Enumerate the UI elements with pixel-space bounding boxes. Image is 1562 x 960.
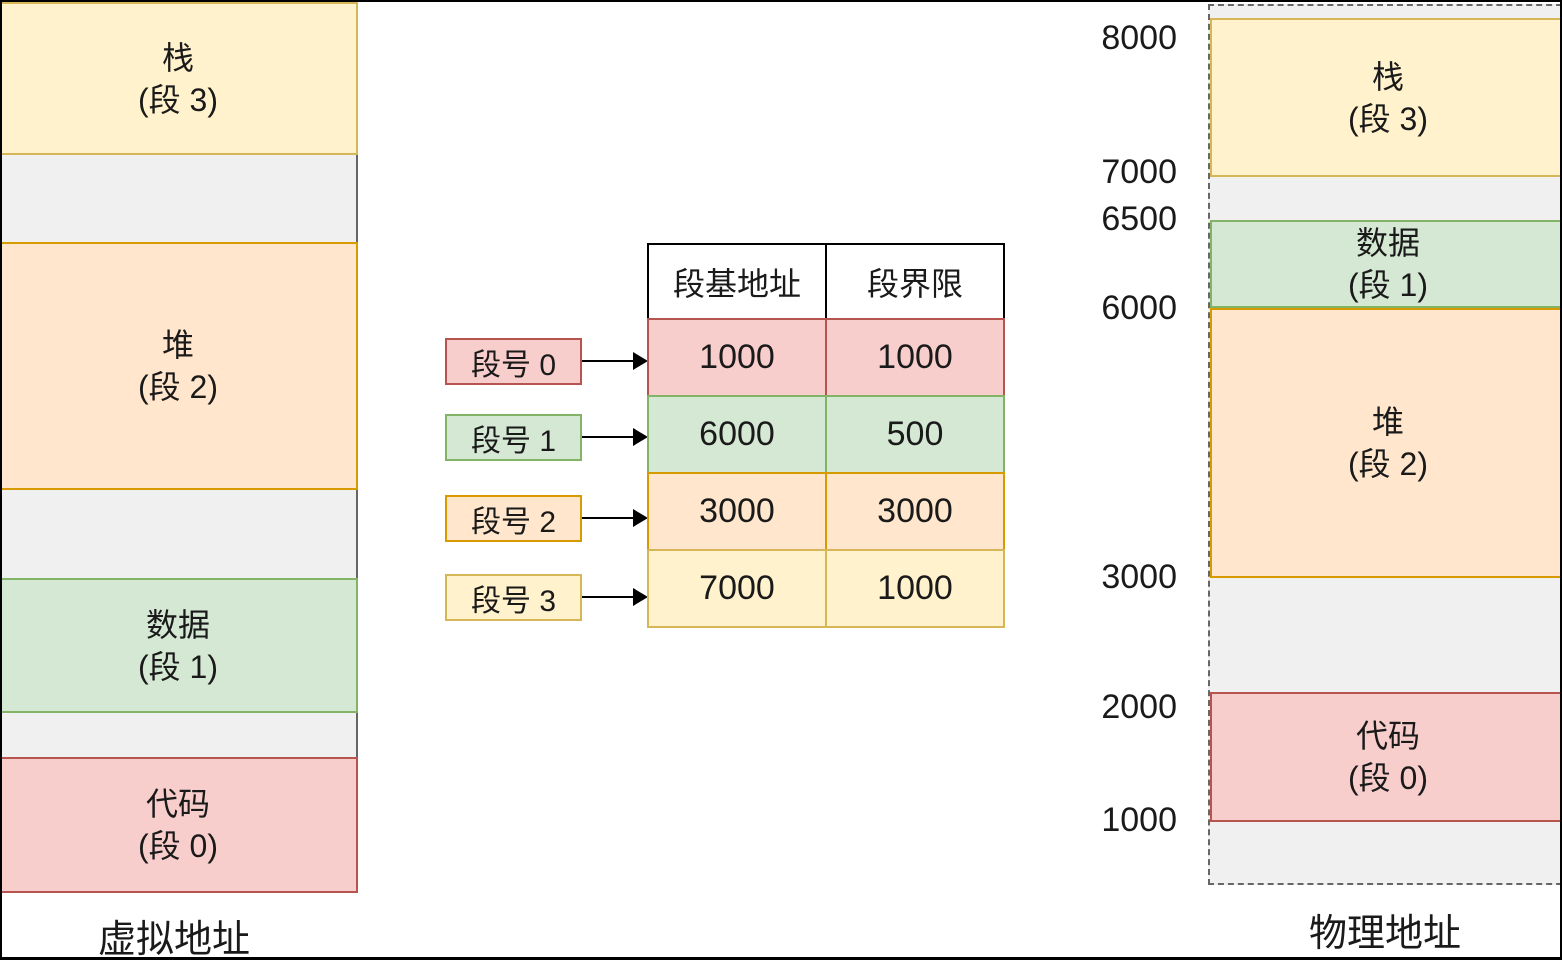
vm-segment-heap-sub: (段 2) [137, 369, 218, 405]
arrowhead-icon [633, 352, 648, 370]
pm-segment-code-title: 代码 [1355, 718, 1420, 754]
segment-selector-2: 段号 2 [445, 495, 582, 542]
address-mark-3000: 3000 [1101, 558, 1177, 596]
segment-table-row-2: 3000 3000 [647, 472, 1005, 551]
pm-segment-heap-sub: (段 2) [1347, 446, 1428, 482]
vm-segment-code-sub: (段 0) [137, 828, 218, 864]
segment-table: 段基地址 段界限 1000 1000 6000 500 3000 3000 70… [647, 243, 1005, 628]
physical-address-caption: 物理地址 [1308, 913, 1461, 955]
pm-segment-code-sub: (段 0) [1347, 760, 1428, 796]
pm-segment-data-title: 数据 [1355, 225, 1420, 261]
vm-segment-data: 数据 (段 1) [0, 578, 358, 713]
virtual-address-caption: 虚拟地址 [97, 919, 250, 960]
vm-segment-code: 代码 (段 0) [0, 757, 358, 893]
arrow-selector1-to-row1 [582, 436, 634, 438]
header-base-address: 段基地址 [647, 243, 827, 320]
row1-limit-cell: 500 [825, 395, 1005, 474]
vm-segment-stack-title: 栈 [161, 39, 194, 76]
vm-free-gap [0, 155, 358, 242]
pm-segment-stack: 栈 (段 3) [1210, 18, 1562, 177]
address-mark-6000: 6000 [1101, 289, 1177, 327]
address-mark-7000: 7000 [1101, 153, 1177, 191]
vm-segment-stack-sub: (段 3) [137, 81, 218, 118]
row2-base-cell: 3000 [647, 472, 827, 551]
segment-table-row-0: 1000 1000 [647, 318, 1005, 397]
segment-table-header-row: 段基地址 段界限 [647, 243, 1005, 320]
arrow-selector2-to-row2 [582, 517, 634, 519]
segment-table-row-1: 6000 500 [647, 395, 1005, 474]
address-mark-1000: 1000 [1101, 801, 1177, 839]
pm-segment-heap-title: 堆 [1371, 404, 1404, 440]
pm-segment-data-sub: (段 1) [1347, 267, 1428, 303]
segment-table-row-3: 7000 1000 [647, 549, 1005, 628]
vm-segment-heap: 堆 (段 2) [0, 242, 358, 490]
arrow-selector3-to-row3 [582, 596, 634, 598]
arrowhead-icon [633, 588, 648, 606]
row2-limit-cell: 3000 [825, 472, 1005, 551]
vm-segment-heap-title: 堆 [161, 327, 194, 363]
vm-segment-data-title: 数据 [145, 606, 210, 643]
vm-free-gap [0, 490, 358, 578]
arrow-selector0-to-row0 [582, 360, 634, 362]
pm-segment-code: 代码 (段 0) [1210, 692, 1562, 822]
segment-selector-0: 段号 0 [445, 338, 582, 385]
pm-segment-heap: 堆 (段 2) [1210, 308, 1562, 578]
arrowhead-icon [633, 428, 648, 446]
row1-base-cell: 6000 [647, 395, 827, 474]
header-limit: 段界限 [825, 243, 1005, 320]
row3-limit-cell: 1000 [825, 549, 1005, 628]
pm-segment-stack-title: 栈 [1371, 58, 1404, 95]
pm-segment-data: 数据 (段 1) [1210, 220, 1562, 308]
row0-base-cell: 1000 [647, 318, 827, 397]
address-mark-2000: 2000 [1101, 688, 1177, 726]
segment-selector-3: 段号 3 [445, 574, 582, 621]
arrowhead-icon [633, 509, 648, 527]
segment-selector-1: 段号 1 [445, 414, 582, 461]
address-mark-8000: 8000 [1101, 19, 1177, 57]
row0-limit-cell: 1000 [825, 318, 1005, 397]
row3-base-cell: 7000 [647, 549, 827, 628]
vm-segment-code-title: 代码 [145, 786, 210, 822]
vm-segment-data-sub: (段 1) [137, 648, 218, 685]
vm-segment-stack: 栈 (段 3) [0, 2, 358, 155]
vm-free-gap [0, 713, 358, 757]
address-mark-6500: 6500 [1101, 200, 1177, 238]
pm-segment-stack-sub: (段 3) [1347, 100, 1428, 137]
